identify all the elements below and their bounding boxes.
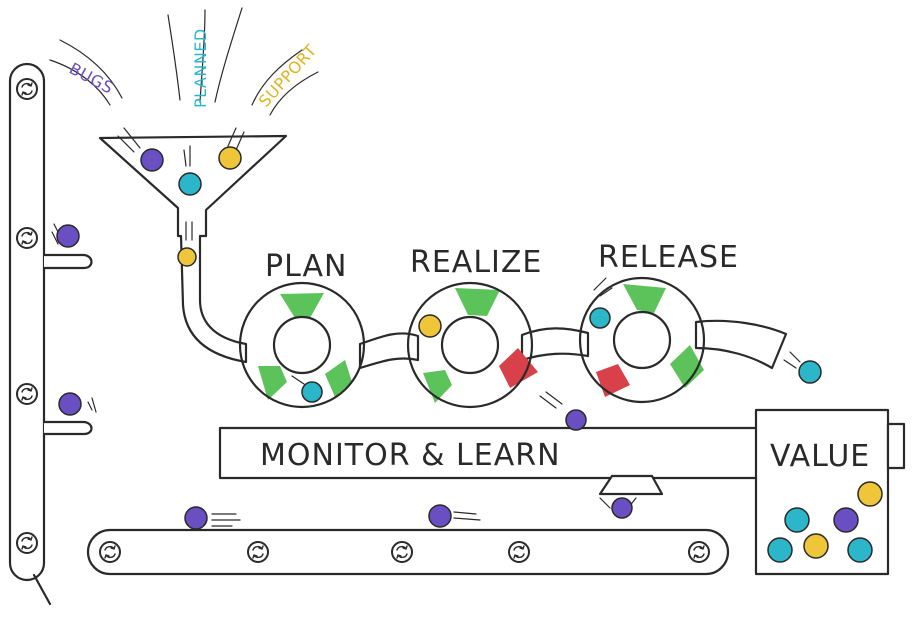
conveyor-gear-icon: [247, 541, 269, 563]
planned-ball: [847, 537, 873, 563]
conveyor-gear-icon: [16, 532, 38, 554]
planned-ball: [767, 537, 793, 563]
stage-rings: [238, 276, 706, 409]
stage-label-plan: PLAN: [265, 249, 347, 284]
bug-ball: [611, 497, 633, 519]
bug-ball: [428, 504, 452, 528]
support-ball: [177, 247, 197, 267]
bug-ball: [140, 148, 164, 172]
planned-ball: [301, 381, 323, 403]
support-ball: [857, 481, 883, 507]
conveyor-gear-icon: [688, 541, 710, 563]
conveyor-gear-icon: [508, 541, 530, 563]
stage-label-release: RELEASE: [598, 240, 739, 275]
support-ball: [418, 314, 442, 338]
left-conveyor: [8, 62, 93, 606]
ring-segments: [258, 284, 704, 403]
stage-label-realize: REALIZE: [410, 245, 542, 280]
conveyor-gear-icon: [16, 78, 38, 100]
work-items: [56, 146, 883, 563]
support-ball: [218, 146, 242, 170]
planned-ball: [589, 307, 611, 329]
bottom-conveyor: [86, 528, 730, 576]
bug-ball: [58, 392, 82, 416]
monitor-label: MONITOR & LEARN: [260, 438, 561, 473]
planned-ball: [784, 507, 810, 533]
conveyor-gear-icon: [16, 383, 38, 405]
intake-funnel: [98, 134, 288, 364]
bug-ball: [833, 507, 859, 533]
conveyor-gear-icon: [99, 541, 121, 563]
pipeline: [358, 319, 788, 370]
conveyor-gear-icon: [16, 227, 38, 249]
planned-ball: [798, 360, 822, 384]
value-label: VALUE: [770, 439, 870, 474]
bug-ball: [565, 409, 587, 431]
bugs-label: BUGS: [66, 59, 117, 98]
planned-ball: [178, 172, 202, 196]
monitor-bar: [218, 426, 760, 496]
bug-ball: [184, 506, 208, 530]
input-streams: [49, 7, 319, 116]
planned-label: PLANNED: [191, 28, 210, 108]
support-ball: [803, 533, 829, 559]
bug-ball: [56, 224, 80, 248]
conveyor-gear-icon: [391, 541, 413, 563]
